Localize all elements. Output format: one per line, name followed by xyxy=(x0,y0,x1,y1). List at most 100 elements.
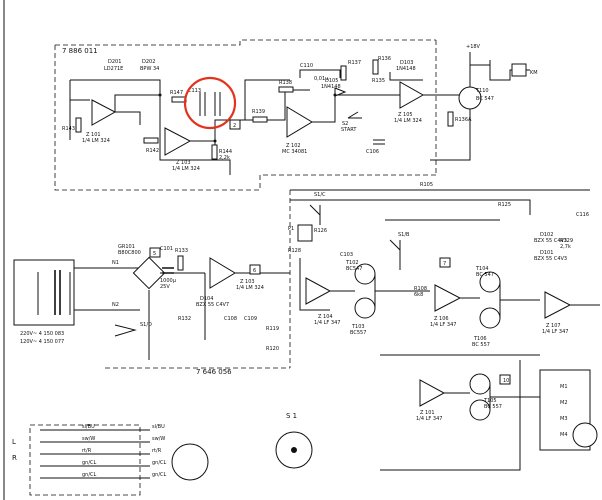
z103b-type: 1/4 LM 324 xyxy=(236,285,264,291)
plus18v-top: +18V xyxy=(466,44,481,50)
top-board-outline-bottom xyxy=(54,45,436,191)
d104-label: D104 xyxy=(200,296,213,302)
conn-right-3: gn/CL xyxy=(152,460,167,466)
d202-type: BPW 34 xyxy=(140,66,159,72)
r144-resistor xyxy=(211,144,218,160)
top-board-id: 7 886 011 xyxy=(62,47,98,55)
power-supply-section: 220V~ 4 150 083 120V~ 4 150 077 N1 N2 GR… xyxy=(13,244,290,360)
tp-box xyxy=(149,247,161,258)
t104-label: T104 xyxy=(475,266,489,272)
amplifier-section: R105 S1/C P1 R126 R128 Z 104 1/4 LF 347 … xyxy=(288,182,600,348)
r143-resistor xyxy=(75,117,82,133)
s2-start: START xyxy=(341,127,357,133)
t103-transistor xyxy=(354,297,376,319)
r142-label: R142 xyxy=(146,148,159,154)
r138-resistor xyxy=(278,86,294,93)
supply-120v: 120V~ 4 150 077 xyxy=(20,339,64,345)
wire-relay-2 xyxy=(430,94,471,161)
d202-label: D202 xyxy=(142,59,155,65)
m2-label: M2 xyxy=(560,400,568,406)
d104-type: BZX 55 C4V7 xyxy=(196,302,229,308)
r-channel-label: R xyxy=(12,454,17,462)
r133-resistor xyxy=(177,255,184,271)
r144-label: R144 xyxy=(219,149,232,155)
r139-label: R139 xyxy=(252,109,265,115)
t110-label: T110 xyxy=(475,88,489,94)
wire-ps-3 xyxy=(204,272,290,340)
bottom-board-id: 7 646 056 xyxy=(196,368,232,376)
m1-label: M1 xyxy=(560,384,568,390)
r142-resistor xyxy=(143,137,159,144)
s1b-switch[interactable] xyxy=(389,239,401,270)
c113-c112-caps xyxy=(199,92,221,116)
r136-label: R136 xyxy=(378,56,391,62)
conn-right-0: sl/BU xyxy=(152,424,165,430)
c110-capacitor xyxy=(299,69,341,78)
wire-ps-1 xyxy=(74,267,140,311)
c106-cap xyxy=(373,139,385,145)
conn-left-2: rt/R xyxy=(82,448,92,454)
r137-resistor xyxy=(340,65,347,81)
c110-value: 0,01µ xyxy=(314,76,329,82)
conn-left-0: sl/BU xyxy=(82,424,95,430)
comparator-section: R139 R138 Z 102 MC 34081 C110 0,01µ D105… xyxy=(244,56,450,155)
t105-transistor-upper xyxy=(469,373,491,395)
relay-section: +18V KM T110 BC 547 R136A xyxy=(430,44,538,161)
transformer-box xyxy=(13,259,75,326)
wire-amp-1 xyxy=(299,258,330,311)
wire-out-1 xyxy=(380,354,540,471)
s1-rotary-switch[interactable]: S 1 xyxy=(275,412,313,469)
tp-box xyxy=(249,264,261,275)
z101b-type: 1/4 LF 347 xyxy=(416,416,442,422)
z107-label: Z 107 xyxy=(546,323,561,329)
s1d-label: S1/D xyxy=(140,322,152,328)
tp-box xyxy=(229,119,241,130)
wire-cmp-2 xyxy=(312,94,400,123)
r147-label: R147 xyxy=(170,90,183,96)
z105-label: Z 105 xyxy=(398,112,413,118)
tp-label: 7 xyxy=(443,261,446,267)
l-channel-label: L xyxy=(12,438,16,446)
junction xyxy=(158,93,162,97)
output-section: Z 101 1/4 LF 347 T105 BC 557 M1 M2 M3 M4 xyxy=(380,354,598,471)
z106-opamp xyxy=(434,284,462,312)
d103-label: D103 xyxy=(400,60,413,66)
conn-right-2: rt/R xyxy=(152,448,162,454)
z103-type: 1/4 LM 324 xyxy=(172,166,200,172)
s1c-label: S1/C xyxy=(314,192,326,198)
motor-stator-circle xyxy=(171,443,209,481)
z104-type: 1/4 LF 347 xyxy=(314,320,340,326)
c103-label: C103 xyxy=(340,252,353,258)
s1c-switch[interactable] xyxy=(309,204,321,225)
r108-value: 6k8 xyxy=(414,292,423,298)
s2-switch[interactable] xyxy=(347,111,362,119)
transformer-windings xyxy=(37,272,71,315)
s1d-switch[interactable] xyxy=(114,324,137,337)
junction xyxy=(213,139,217,143)
r136a-label: R136A xyxy=(455,117,472,123)
wire-pd-1 xyxy=(69,79,161,140)
t102-label: T102 xyxy=(345,260,359,266)
r132-label: R132 xyxy=(178,316,191,322)
c101-voltage: 25V xyxy=(160,284,170,290)
c109-label: C109 xyxy=(244,316,257,322)
c110-label: C110 xyxy=(300,63,313,69)
d105-diode xyxy=(334,87,347,97)
t110-type: BC 547 xyxy=(476,96,494,102)
conn-left-1: sw/W xyxy=(82,436,95,442)
gr101-label: GR101 xyxy=(118,244,135,250)
c101-value: 1000µ xyxy=(160,278,177,284)
z104-opamp xyxy=(305,277,332,305)
z102-label: Z 102 xyxy=(286,143,301,149)
z106-type: 1/4 LF 347 xyxy=(430,322,456,328)
z102-opamp xyxy=(286,106,313,138)
z103-label: Z 103 xyxy=(176,160,191,166)
conn-left-3: gn/CL xyxy=(82,460,97,466)
km-label: KM xyxy=(530,70,538,76)
z101-opamp xyxy=(91,99,117,126)
r139-resistor xyxy=(252,116,268,123)
s2-label: S2 xyxy=(342,121,348,127)
c106-label: C106 xyxy=(366,149,379,155)
t105-type: BC 557 xyxy=(484,404,502,410)
wire-pd-2 xyxy=(159,90,231,175)
